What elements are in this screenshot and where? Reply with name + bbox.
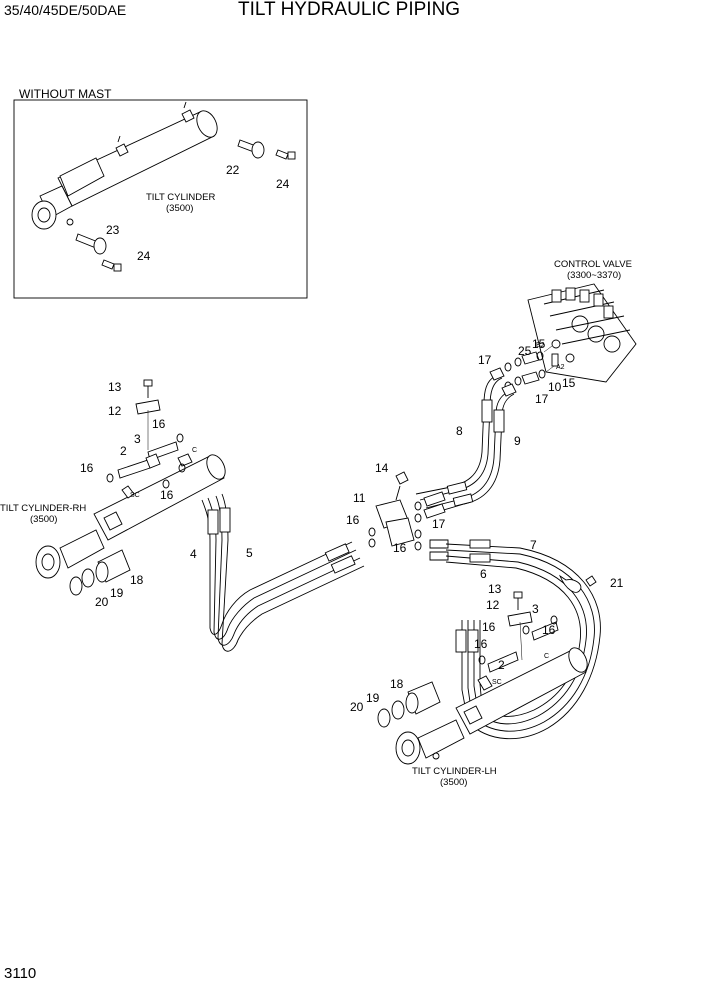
- callout-7: 7: [530, 538, 537, 552]
- rh-cylinder-code: (3500): [30, 514, 57, 525]
- callout-8: 8: [456, 424, 463, 438]
- lh-port-sc: SC: [492, 679, 502, 686]
- inset-bolt-24-top: [275, 149, 296, 160]
- callout-12-lh: 12: [486, 598, 500, 612]
- rh-cylinder-label: TILT CYLINDER-RH: [0, 503, 86, 514]
- callout-16-center-left: 16: [346, 513, 360, 527]
- inset-tilt-cylinder: [31, 101, 218, 230]
- model-code: 35/40/45DE/50DAE: [4, 2, 126, 18]
- callout-23: 23: [106, 223, 120, 237]
- callout-12-rh: 12: [108, 404, 122, 418]
- callout-21: 21: [610, 576, 624, 590]
- callout-11: 11: [353, 491, 366, 505]
- inset-without-mast: WITHOUT MAST TILT CYLINDER (3500): [13, 87, 308, 299]
- valve-fittings: [504, 345, 555, 391]
- callout-9: 9: [514, 434, 521, 448]
- rh-port-c: C: [192, 447, 197, 454]
- callout-13-lh: 13: [488, 582, 502, 596]
- inset-bolt-24-bottom: [101, 259, 122, 272]
- page-number: 3110: [4, 965, 36, 982]
- callout-18-rh: 18: [130, 573, 144, 587]
- callout-3-lh: 3: [532, 602, 539, 616]
- inset-pin-23: [75, 233, 107, 255]
- page-title: TILT HYDRAULIC PIPING: [238, 0, 460, 20]
- control-valve: [527, 283, 637, 383]
- callout-19-lh: 19: [366, 691, 380, 705]
- callout-2-lh: 2: [498, 658, 505, 672]
- callout-18-lh: 18: [390, 677, 404, 691]
- callout-19-rh: 19: [110, 586, 124, 600]
- lh-cylinder-code: (3500): [440, 777, 467, 788]
- hose-4-5: [201, 493, 365, 652]
- callout-22: 22: [226, 163, 240, 177]
- callout-17-bottom: 17: [535, 392, 549, 406]
- inset-pin-22: [237, 139, 265, 159]
- control-valve-label: CONTROL VALVE: [554, 259, 632, 270]
- callout-25: 25: [518, 344, 532, 358]
- callout-16-lh-mid: 16: [474, 637, 488, 651]
- callout-16-center-bottom: 16: [393, 541, 407, 555]
- port-a2: A2: [556, 364, 565, 371]
- callout-6: 6: [480, 567, 487, 581]
- callout-3-rh: 3: [134, 432, 141, 446]
- callout-20-lh: 20: [350, 700, 364, 714]
- port-b2: B2: [536, 342, 545, 349]
- callout-17-top: 17: [478, 353, 492, 367]
- callout-5: 5: [246, 546, 253, 560]
- lh-port-c: C: [544, 653, 549, 660]
- callout-16-rh-top: 16: [152, 417, 166, 431]
- callout-2-rh: 2: [120, 444, 127, 458]
- hose-8-9: [415, 367, 517, 515]
- lh-cylinder-label: TILT CYLINDER-LH: [412, 766, 497, 777]
- callout-16-lh-top: 16: [482, 620, 496, 634]
- callout-24-bottom: 24: [137, 249, 151, 263]
- callout-14: 14: [375, 461, 389, 475]
- rh-port-sc: SC: [130, 492, 140, 499]
- callout-15-top: 15: [532, 337, 546, 351]
- callout-15-bottom: 15: [562, 376, 576, 390]
- callout-4: 4: [190, 547, 197, 561]
- manifold-block-11: [368, 471, 449, 561]
- callout-10: 10: [548, 380, 562, 394]
- callout-16-rh-bottom: 16: [160, 488, 174, 502]
- inset-frame: [13, 99, 308, 299]
- inset-cylinder-label: TILT CYLINDER: [146, 192, 215, 203]
- inset-title: WITHOUT MAST: [19, 87, 112, 101]
- inset-cylinder-code: (3500): [166, 203, 193, 214]
- callout-24-top: 24: [276, 177, 290, 191]
- callout-20-rh: 20: [95, 595, 109, 609]
- callout-16-lh-right: 16: [542, 623, 556, 637]
- callout-16-rh-left: 16: [80, 461, 94, 475]
- control-valve-code: (3300~3370): [567, 270, 621, 281]
- tilt-cylinder-lh: [377, 591, 588, 765]
- tilt-cylinder-rh: [35, 379, 226, 596]
- callout-13-rh: 13: [108, 380, 122, 394]
- callout-17-center: 17: [432, 517, 446, 531]
